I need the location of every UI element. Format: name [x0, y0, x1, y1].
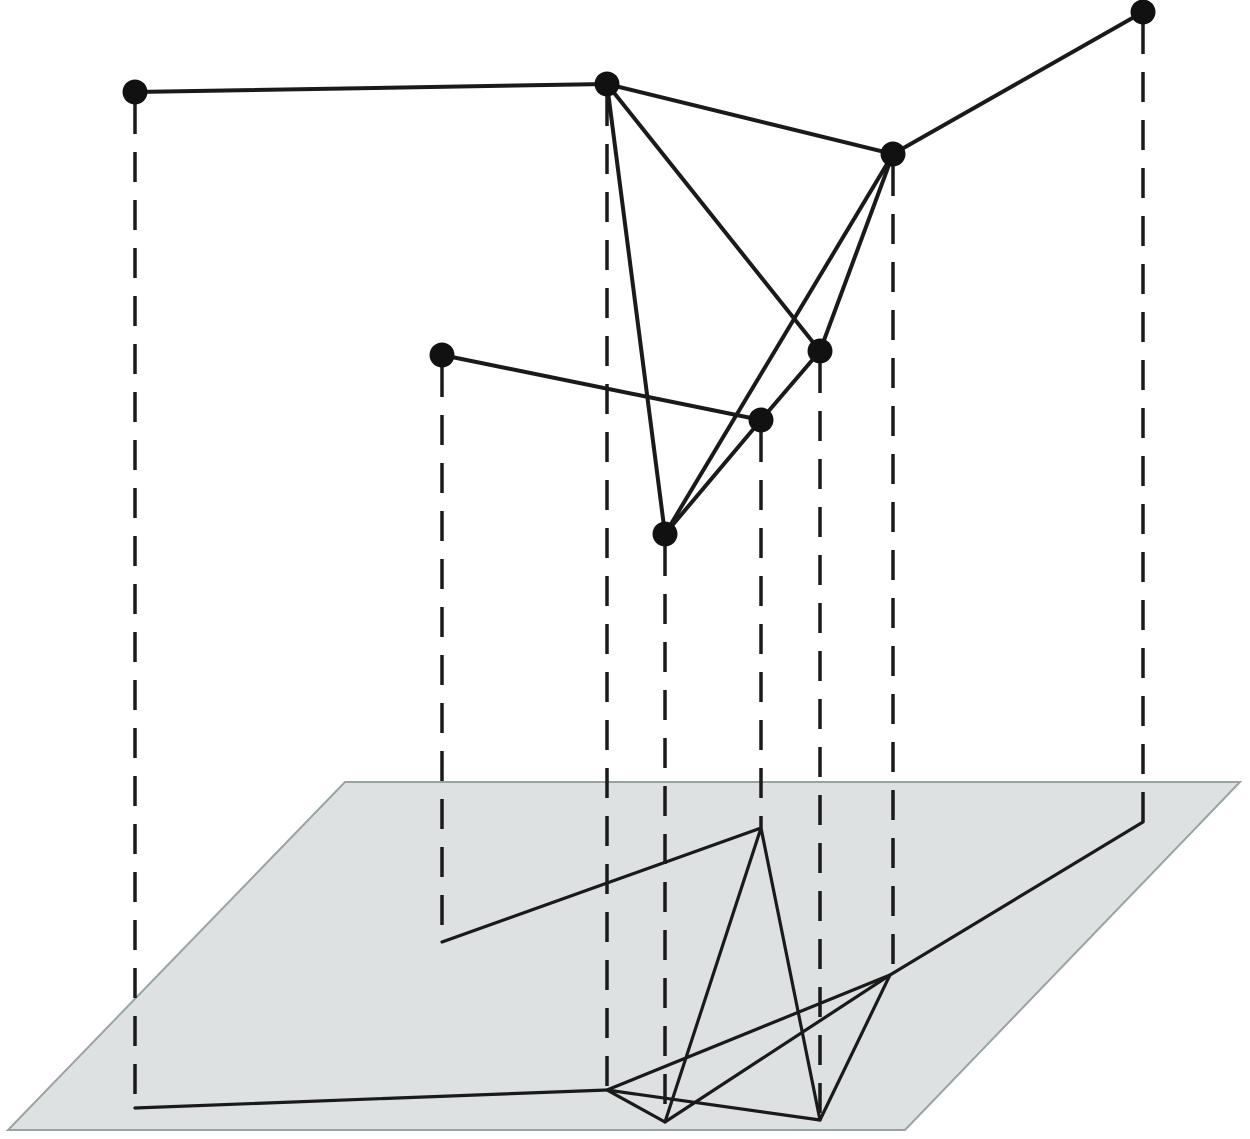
- graph-node-n1: [122, 79, 148, 105]
- graph-edge-n1-n2: [133, 82, 609, 94]
- projected-edge-n3-n4: [888, 820, 1145, 977]
- graph-edge-n2-n3: [605, 82, 895, 156]
- projected-edge-n2-n3: [605, 973, 892, 1092]
- graph-edge-n2-n6: [605, 82, 822, 353]
- projection-lines-layer: [133, 24, 1145, 1122]
- graph-node-n5: [429, 342, 455, 368]
- projected-edge-n2-n6: [605, 1088, 822, 1122]
- projected-edges-layer: [133, 820, 1145, 1124]
- graph-edge-n3-n8: [663, 152, 895, 536]
- graph-edge-n6-n7: [759, 349, 822, 422]
- graph-nodes-layer: [122, 0, 1156, 547]
- graph-node-n3: [880, 141, 906, 167]
- graph-node-n7: [748, 407, 774, 433]
- graph-node-n4: [1130, 0, 1156, 25]
- projected-edge-n2-n8: [605, 1088, 667, 1124]
- graph-edge-n3-n4: [891, 10, 1145, 156]
- projected-edge-n3-n8: [663, 973, 892, 1124]
- graph-node-n6: [807, 338, 833, 364]
- projected-edge-n6-n7: [759, 826, 822, 1122]
- graph-node-n2: [594, 71, 620, 97]
- projected-edge-n3-n6: [818, 973, 892, 1122]
- graph-edge-n3-n6: [818, 152, 895, 353]
- projected-edge-n1-n2: [133, 1088, 609, 1110]
- projected-edge-n5-n7: [440, 826, 763, 944]
- graph-edge-n7-n8: [663, 418, 763, 536]
- projection-plane: [5, 781, 1243, 1131]
- projected-edge-n7-n8: [663, 826, 763, 1124]
- projection-plane-layer: [5, 781, 1243, 1131]
- graph-node-n8: [652, 521, 678, 547]
- graph-edge-n2-n8: [605, 82, 667, 536]
- graph-edge-n5-n7: [440, 353, 763, 422]
- graph-edges-layer: [133, 10, 1145, 536]
